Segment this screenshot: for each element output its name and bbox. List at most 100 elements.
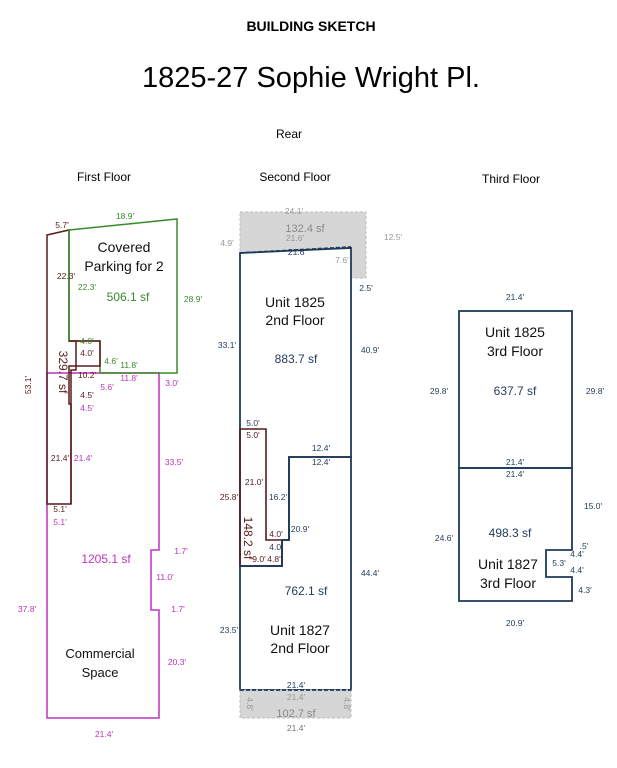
dim-label: 15.0' xyxy=(584,501,603,511)
unit-1825-2nd-line2: 2nd Floor xyxy=(265,312,324,328)
gray-top-area: 132.4 sf xyxy=(285,223,325,235)
dim-label: 20.9' xyxy=(506,618,525,628)
first-floor-notch xyxy=(68,340,101,504)
commercial-space-outline xyxy=(46,372,160,719)
parking-label-line2: Parking for 2 xyxy=(84,258,164,274)
unit-1825-3rd-line2: 3rd Floor xyxy=(487,343,543,359)
dim-label: 4.0' xyxy=(80,336,94,346)
dim-label: 5.3' xyxy=(552,558,566,568)
unit-1827-3rd-line2: 3rd Floor xyxy=(480,575,536,591)
second-floor-gray-bottom xyxy=(239,689,352,719)
gray-bottom-area: 102.7 sf xyxy=(276,708,316,720)
dim-label: 24.1' xyxy=(285,206,304,216)
dim-label: 4.0' xyxy=(269,542,283,552)
parking-area: 506.1 sf xyxy=(107,290,150,304)
dim-label: 21.4' xyxy=(506,469,525,479)
dim-label: 2.5' xyxy=(359,283,373,293)
commercial-area: 1205.1 sf xyxy=(81,552,131,566)
rear-label: Rear xyxy=(276,127,302,141)
dim-label: 4.0' xyxy=(269,529,283,539)
dim-label: 4.5' xyxy=(80,403,94,413)
dim-label: 4.8' xyxy=(342,697,352,711)
unit-1825-2nd-area: 883.7 sf xyxy=(275,352,318,366)
dim-label: 22.3' xyxy=(78,282,97,292)
dim-label: 21.6' xyxy=(286,233,305,243)
unit-1827-3rd-line1: Unit 1827 xyxy=(478,556,538,572)
dim-label: 44.4' xyxy=(361,568,380,578)
dim-label: 33.1' xyxy=(218,340,237,350)
dim-label: 18.9' xyxy=(116,211,135,221)
dim-label: 20.3' xyxy=(168,657,187,667)
unit-1827-2nd-line2: 2nd Floor xyxy=(270,640,329,656)
dim-label: 4.8' xyxy=(245,697,255,711)
dim-label: 21.4' xyxy=(51,453,70,463)
dim-label: 20.9' xyxy=(291,524,310,534)
dim-label: 11.0' xyxy=(156,572,174,582)
unit-1827-3rd-outline xyxy=(458,467,573,602)
parking-label-line1: Covered xyxy=(98,239,151,255)
dim-label: 9.0' xyxy=(252,554,266,564)
commercial-label-line1: Commercial xyxy=(65,646,134,661)
unit-1825-2nd-line1: Unit 1825 xyxy=(265,294,325,310)
dim-label: 7.6' xyxy=(335,255,349,265)
first-floor-brown-area: 329.7 sf xyxy=(56,351,70,394)
dim-label: 12.5' xyxy=(384,232,403,242)
second-floor-label: Second Floor xyxy=(259,170,330,184)
dim-label: 21.4' xyxy=(95,729,114,739)
dim-label: 21.4' xyxy=(287,692,306,702)
unit-1825-3rd-area: 637.7 sf xyxy=(494,384,537,398)
second-floor-gray-top xyxy=(239,211,367,279)
dim-label: 23.5' xyxy=(220,625,239,635)
dim-label: 5.0' xyxy=(246,418,260,428)
dim-label: 29.8' xyxy=(430,386,449,396)
dim-label: 21.4' xyxy=(506,292,525,302)
dim-label: 5.0' xyxy=(246,430,260,440)
dim-label: 4.8' xyxy=(267,554,281,564)
dim-label: 3.0' xyxy=(165,378,179,388)
dim-label: 4.4' xyxy=(570,549,584,559)
unit-1827-2nd-line1: Unit 1827 xyxy=(270,622,330,638)
dim-label: 12.4' xyxy=(312,443,331,453)
third-floor-label: Third Floor xyxy=(482,172,540,186)
unit-1825-3rd-line1: Unit 1825 xyxy=(485,324,545,340)
dim-label: 10.2' xyxy=(78,370,97,380)
second-floor-brown-area: 148.2 sf xyxy=(241,517,255,560)
dim-label: 21.4' xyxy=(287,723,306,733)
dim-label: 53.1' xyxy=(23,376,33,395)
dim-label: 28.9' xyxy=(184,294,203,304)
dim-label: 4.5' xyxy=(80,390,94,400)
dim-label: 40.9' xyxy=(361,345,380,355)
dim-label: 4.3' xyxy=(578,585,592,595)
address-title: 1825-27 Sophie Wright Pl. xyxy=(142,62,480,94)
commercial-label-line2: Space xyxy=(82,665,119,680)
dim-label: 11.8' xyxy=(120,360,138,370)
dim-label: 5.1' xyxy=(53,504,67,514)
dim-label: 21.4' xyxy=(74,453,93,463)
dim-label: 5.1' xyxy=(53,517,67,527)
dim-label: 4.4' xyxy=(570,565,584,575)
dim-label: 25.8' xyxy=(220,492,239,502)
dim-label: 4.6' xyxy=(104,356,118,366)
dim-label: 21.0' xyxy=(245,477,264,487)
dim-label: 22.3' xyxy=(57,271,76,281)
dim-label: 37.8' xyxy=(18,604,37,614)
first-floor-label: First Floor xyxy=(77,170,131,184)
unit-1827-3rd-area: 498.3 sf xyxy=(489,526,532,540)
dim-label: 5.7' xyxy=(55,220,69,230)
dim-label: 1.7' xyxy=(174,546,188,556)
dim-label: 29.8' xyxy=(586,386,605,396)
dim-label: 1.7' xyxy=(171,604,185,614)
dim-label: 4.9' xyxy=(220,238,234,248)
dim-label: 4.0' xyxy=(80,348,94,358)
dim-label: 21.4' xyxy=(506,457,525,467)
dim-label: 24.6' xyxy=(435,533,454,543)
dim-label: 33.5' xyxy=(165,457,184,467)
sketch-heading: BUILDING SKETCH xyxy=(246,18,375,34)
dim-label: 21.4' xyxy=(287,680,306,690)
dim-label: 11.8' xyxy=(120,373,138,383)
dim-label: 21.6' xyxy=(288,247,307,257)
dim-label: 5.6' xyxy=(100,382,114,392)
dim-label: 12.4' xyxy=(312,457,331,467)
dim-label: 16.2' xyxy=(269,492,288,502)
